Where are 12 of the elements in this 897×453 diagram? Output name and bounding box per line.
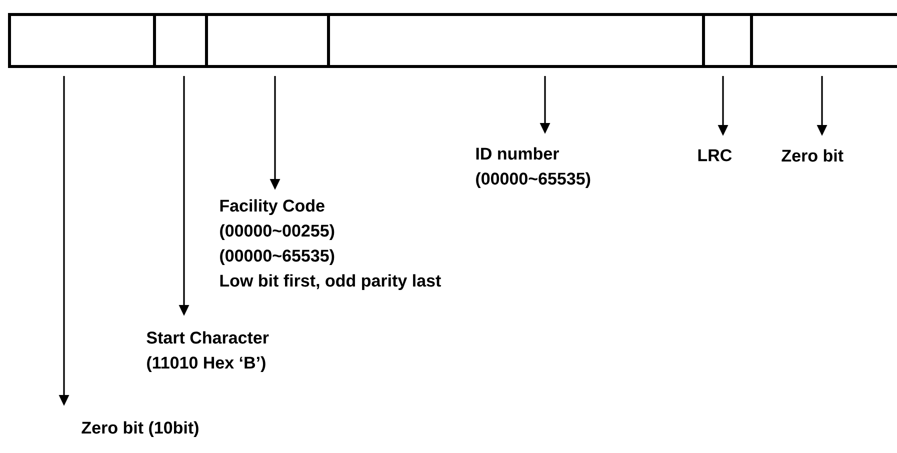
- field-label: Facility Code (00000~00255) (00000~65535) Low bit first, odd parity last: [220, 199, 441, 290]
- field-label: ID number (00000~65535): [476, 147, 590, 188]
- frame-cell: [8, 13, 156, 68]
- field-label: Zero bit (10bit): [82, 421, 198, 438]
- frame-cell: [702, 13, 753, 68]
- field-label: Zero bit: [782, 149, 844, 162]
- field-label: Start Character (11010 Hex ‘B’): [146, 331, 269, 372]
- field-label: LRC: [698, 149, 732, 162]
- frame-cell: [205, 13, 330, 68]
- frame-cell: [153, 13, 208, 68]
- frame-cell: [750, 13, 897, 68]
- frame-cell: [327, 13, 705, 68]
